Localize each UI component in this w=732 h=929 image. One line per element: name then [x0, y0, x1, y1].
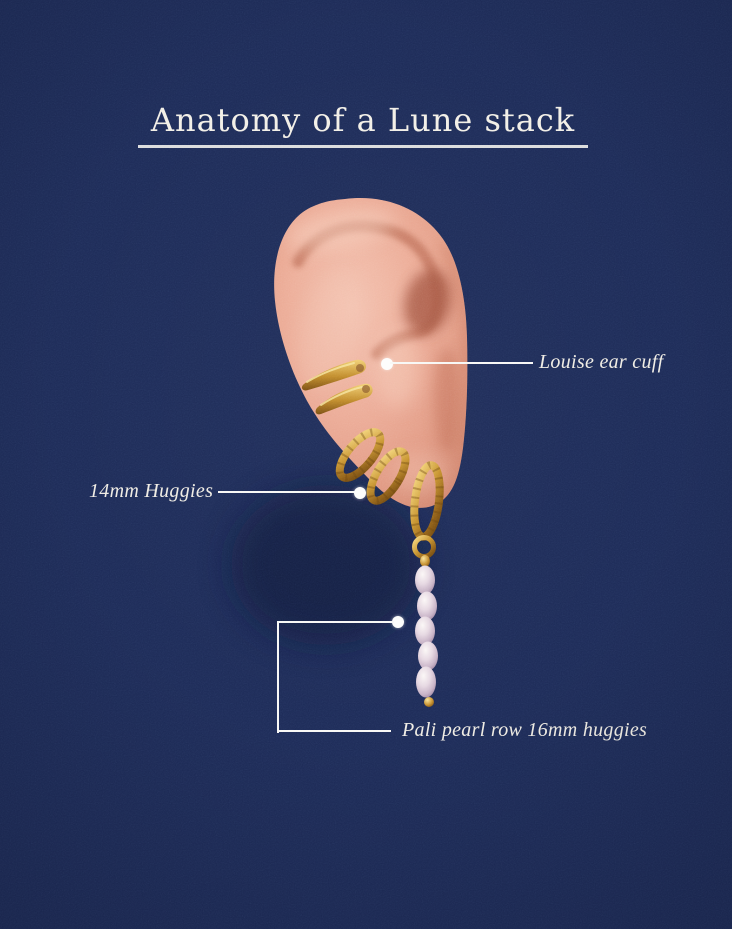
ear	[274, 198, 468, 508]
huggie-14mm-left	[335, 428, 385, 482]
connector-pearl-line-top	[277, 621, 394, 623]
label-pali-pearl-row: Pali pearl row 16mm huggies	[402, 719, 648, 741]
louise-ear-cuff	[301, 359, 373, 415]
label-14mm-huggies: 14mm Huggies	[89, 480, 214, 502]
label-louise-ear-cuff: Louise ear cuff	[539, 351, 664, 373]
title-block: Anatomy of a Lune stack	[138, 100, 588, 148]
huggie-16mm-pearl	[410, 461, 444, 567]
page-title: Anatomy of a Lune stack	[150, 101, 576, 139]
connector-ear-cuff-line	[390, 362, 533, 364]
connector-pearl-line-bottom	[277, 730, 391, 732]
connector-pearl-line-vertical	[277, 621, 279, 733]
marker-dot-huggies	[354, 487, 366, 499]
pearl-drop	[415, 565, 438, 707]
marker-dot-ear-cuff	[381, 358, 393, 370]
connector-huggies-line	[218, 491, 355, 493]
huggie-14mm-right	[366, 447, 410, 505]
